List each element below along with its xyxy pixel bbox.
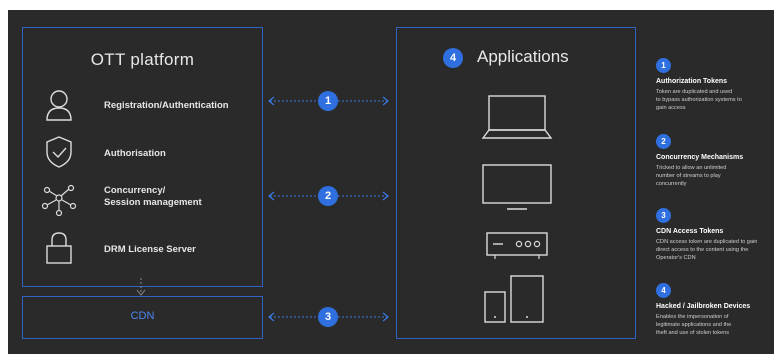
service-label: DRM License Server xyxy=(104,244,196,255)
threat-description: Enables the impersonation of legitimate … xyxy=(656,314,732,336)
double-arrow-icon xyxy=(268,96,389,106)
double-arrow-icon xyxy=(268,312,389,322)
applications-box: 4 Applications xyxy=(396,27,636,339)
connector-badge: 1 xyxy=(318,91,338,111)
connector-badge: 3 xyxy=(318,307,338,327)
threat-title: Concurrency Mechanisms xyxy=(656,154,744,161)
applications-badge: 4 xyxy=(443,48,463,68)
network-nodes-icon xyxy=(41,184,77,217)
service-authorisation: Authorisation xyxy=(39,132,259,172)
threat-title: CDN Access Tokens xyxy=(656,228,724,235)
threat-badge: 1 xyxy=(656,58,671,73)
service-drm: DRM License Server xyxy=(39,228,259,268)
ott-platform-title: OTT platform xyxy=(90,50,195,69)
diagram-canvas: OTT platform Registration/Authentication… xyxy=(8,10,774,354)
set-top-box-icon xyxy=(486,232,548,259)
tablet-phone-icon xyxy=(484,275,544,323)
service-registration: Registration/Authentication xyxy=(39,86,259,126)
service-label: Concurrency/ Session management xyxy=(104,185,202,208)
cdn-box: CDN xyxy=(22,296,263,339)
connector-2: 2 xyxy=(266,184,391,208)
ott-platform-box: OTT platform Registration/Authentication… xyxy=(22,27,263,287)
service-label: Authorisation xyxy=(104,148,166,159)
threat-description: CDN access token are duplicated to gain … xyxy=(656,239,758,261)
connector-1: 1 xyxy=(266,89,391,113)
threat-badge: 2 xyxy=(656,134,671,149)
threat-badge: 3 xyxy=(656,208,671,223)
tv-icon xyxy=(482,164,552,210)
threat-title: Hacked / Jailbroken Devices xyxy=(656,303,751,310)
shield-check-icon xyxy=(46,136,72,168)
threat-description: Token are duplicated and used to bypass … xyxy=(656,89,742,111)
service-concurrency: Concurrency/ Session management xyxy=(39,178,259,218)
cdn-label: CDN xyxy=(130,310,155,322)
double-arrow-icon xyxy=(268,191,389,201)
connector-3: 3 xyxy=(266,305,391,329)
user-icon xyxy=(46,90,72,121)
laptop-icon xyxy=(481,95,553,139)
connector-badge: 2 xyxy=(318,186,338,206)
service-label: Registration/Authentication xyxy=(104,100,229,111)
lock-icon xyxy=(46,232,72,264)
threat-title: Authorization Tokens xyxy=(656,78,728,85)
threat-badge: 4 xyxy=(656,283,671,298)
applications-title: Applications xyxy=(477,47,569,66)
down-arrow-connector xyxy=(136,278,146,296)
threat-description: Tricked to allow an unlimited number of … xyxy=(656,165,727,187)
